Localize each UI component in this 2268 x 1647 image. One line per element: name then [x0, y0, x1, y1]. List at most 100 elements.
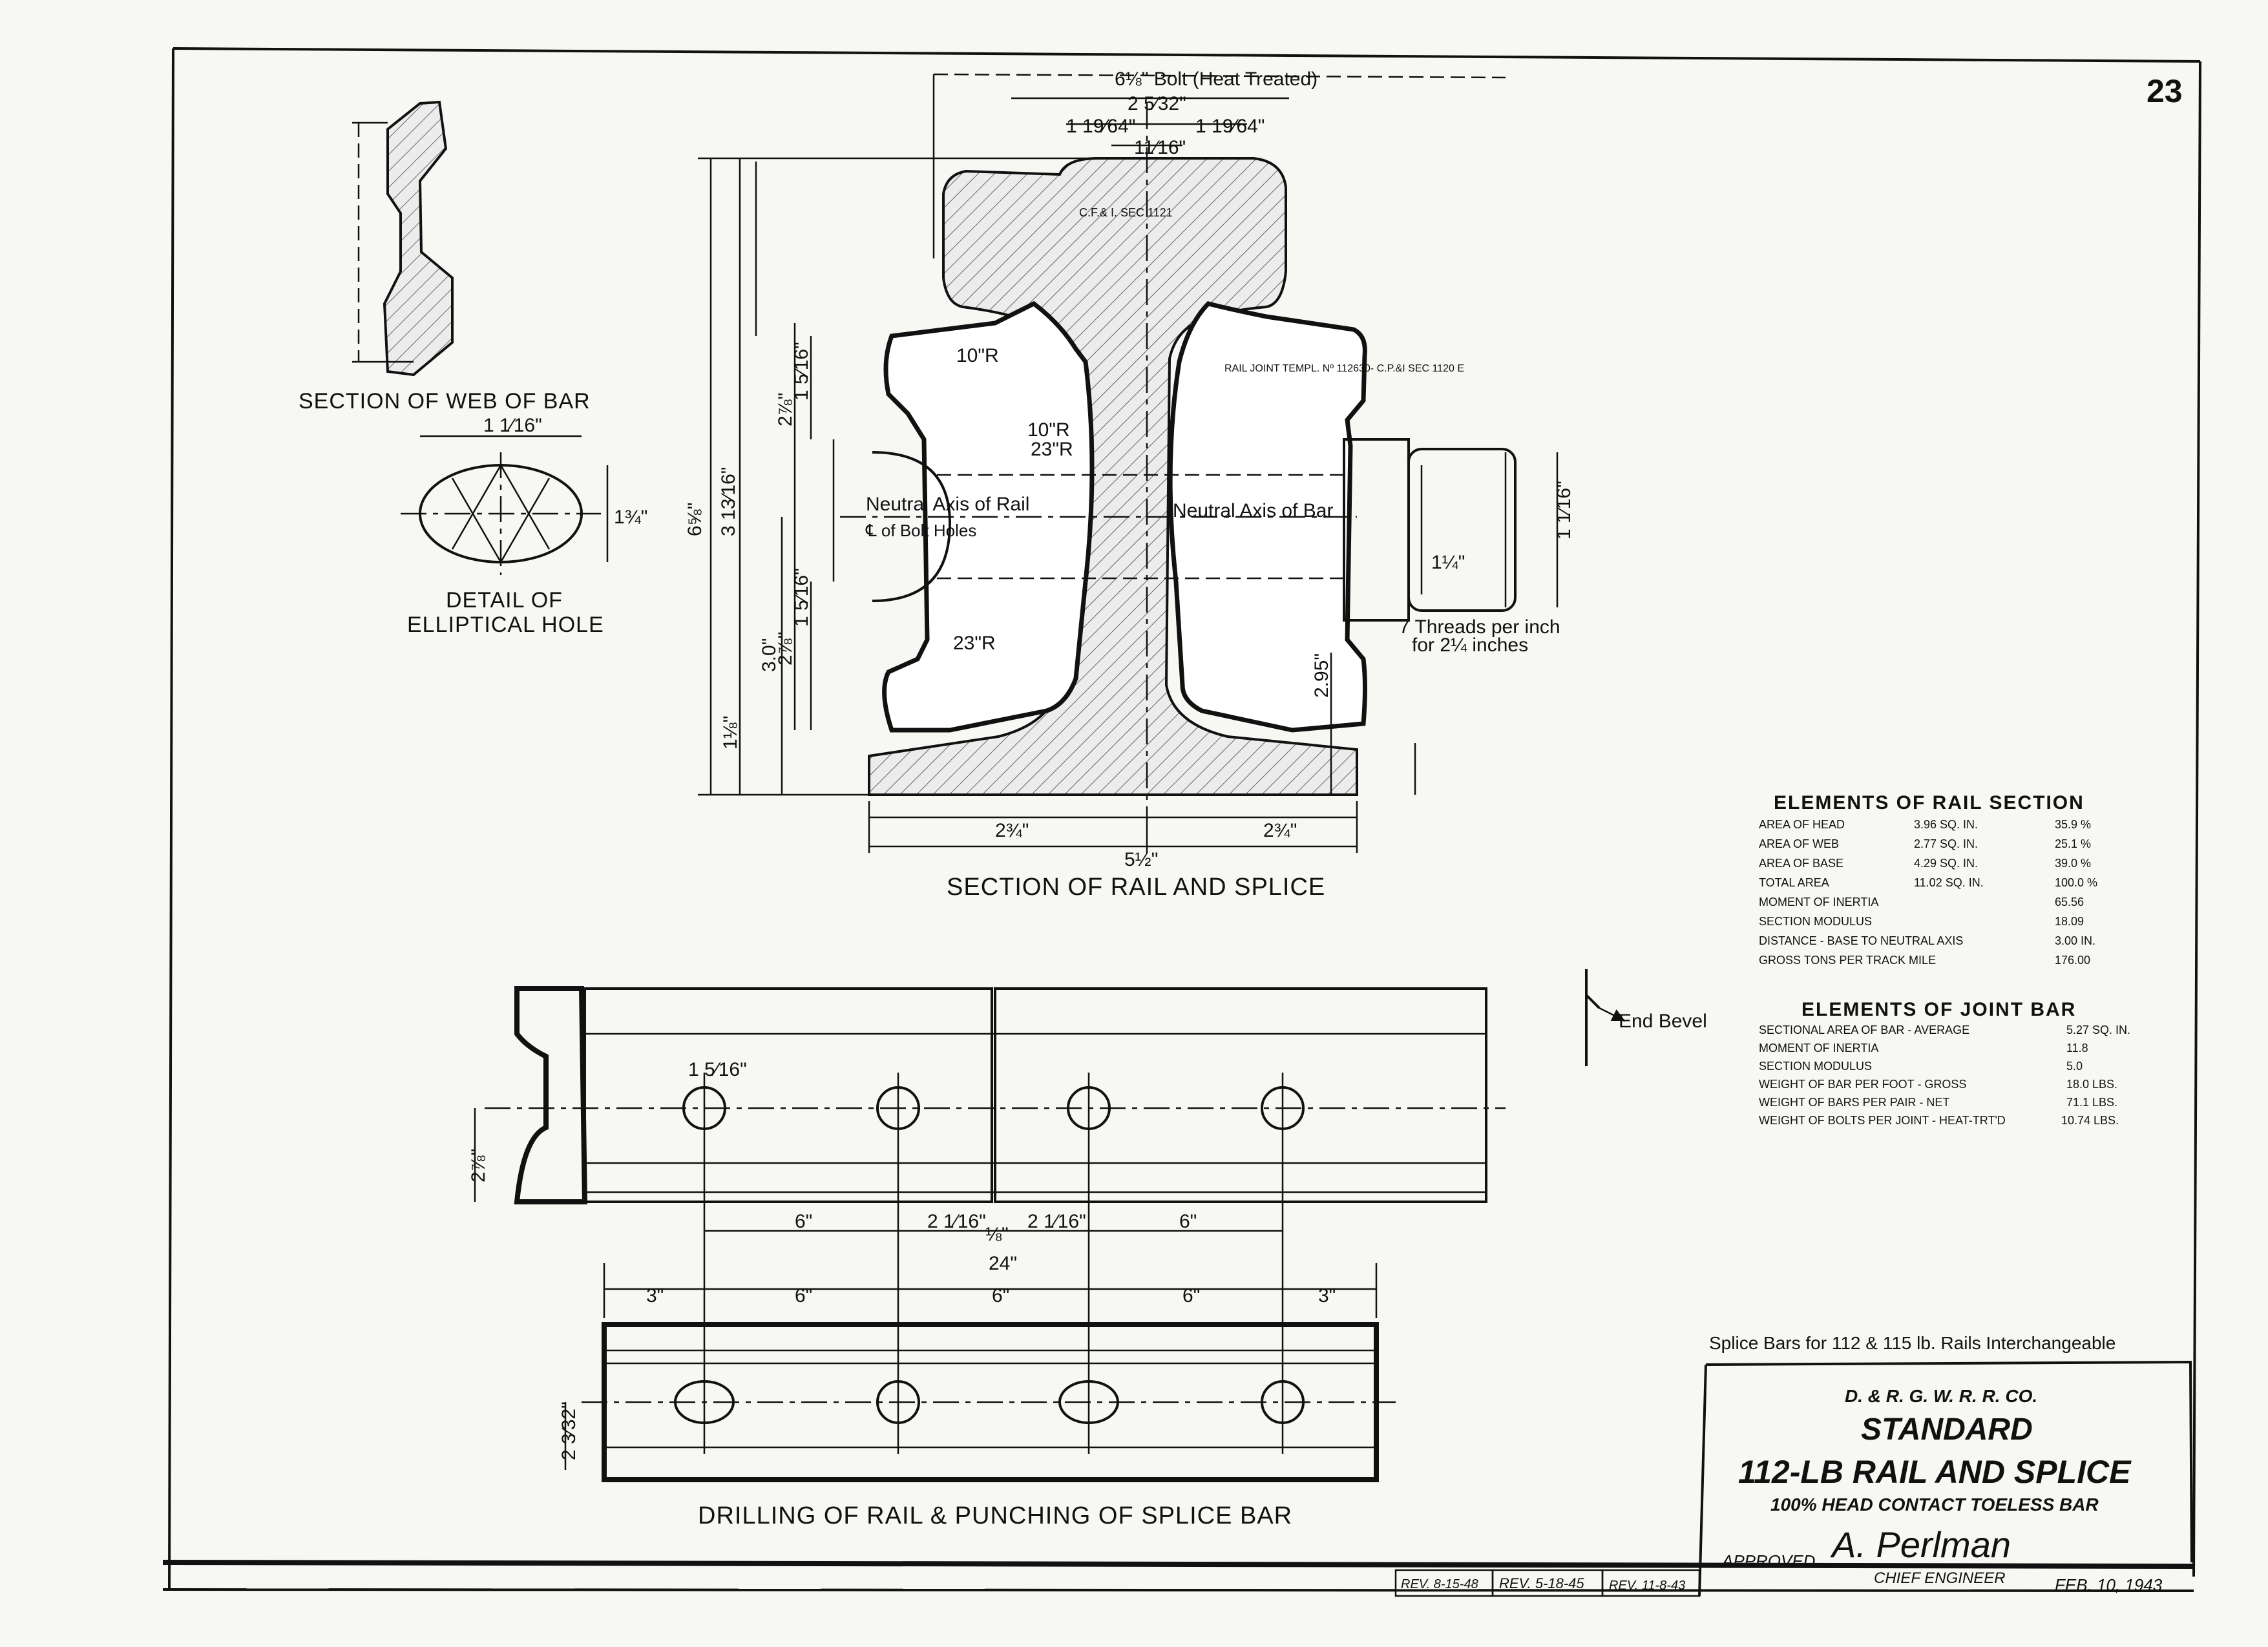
elliptical-hole-detail — [401, 435, 609, 575]
dim-3-13-16: 3 13⁄16" — [718, 467, 739, 536]
rs-value-2: 4.29 SQ. IN. — [1914, 857, 1978, 870]
jb-label-5: WEIGHT OF BOLTS PER JOINT - HEAT-TRT'D — [1759, 1114, 2006, 1127]
jb-value-0: 5.27 SQ. IN. — [2066, 1023, 2130, 1036]
rs-label-6: DISTANCE - BASE TO NEUTRAL AXIS — [1759, 934, 1963, 947]
dim-1-1-16b: 1 1⁄16" — [1553, 481, 1575, 540]
cfi-label: C.F.& I. SEC 1121 — [1079, 206, 1173, 219]
dim-2-1-16a: 2 1⁄16" — [927, 1211, 986, 1232]
dim-1-1-16: 1 1⁄16" — [483, 415, 542, 436]
rail-elevation — [474, 985, 1506, 1454]
dim-3-0: 3.0" — [759, 638, 780, 672]
rs-pct-7: 176.00 — [2055, 954, 2090, 967]
rs-pct-1: 25.1 % — [2055, 837, 2091, 850]
jb-value-3: 18.0 LBS. — [2066, 1078, 2117, 1091]
revision-3: REV. 11-8-43 — [1609, 1579, 1685, 1593]
threads-label: 7 Threads per inch — [1399, 616, 1560, 638]
dim-1-19-64a: 1 19⁄64" — [1066, 116, 1135, 137]
jb-value-1: 11.8 — [2066, 1042, 2088, 1054]
template-label: RAIL JOINT TEMPL. Nº 112630- C.P.&I SEC … — [1224, 363, 1464, 374]
rs-label-2: AREA OF BASE — [1759, 857, 1843, 870]
dim-5-1-2: 5½" — [1124, 849, 1158, 870]
rs-label-0: AREA OF HEAD — [1759, 818, 1845, 831]
title-main: 112-LB RAIL AND SPLICE — [1738, 1454, 2132, 1490]
dim-1-1-4: 1¼" — [1431, 552, 1465, 573]
r23-left: 23"R — [953, 633, 996, 654]
dim-1-3-4: 1¾" — [614, 507, 647, 528]
rs-value-0: 3.96 SQ. IN. — [1914, 818, 1978, 831]
dim-1-1-8: 1⅛" — [720, 716, 741, 750]
rail-section-title: ELEMENTS OF RAIL SECTION — [1774, 792, 2084, 813]
dim-1-5-16b: 1 5⁄16" — [791, 568, 812, 627]
elliptical-label-1: DETAIL OF — [446, 588, 563, 613]
sheet-border — [162, 47, 2201, 1592]
dim-3a: 3" — [646, 1285, 664, 1306]
rs-pct-3: 100.0 % — [2055, 876, 2097, 889]
dim-6a: 6" — [795, 1211, 812, 1232]
rs-pct-4: 65.56 — [2055, 896, 2084, 908]
revision-1: REV. 8-15-48 — [1401, 1577, 1478, 1591]
rs-value-1: 2.77 SQ. IN. — [1914, 837, 1978, 850]
dim-2-95: 2.95" — [1311, 653, 1332, 698]
rs-value-3: 11.02 SQ. IN. — [1914, 876, 1984, 889]
dim-2-7-8: 2⅞" — [775, 632, 796, 666]
jb-value-5: 10.74 LBS. — [2061, 1114, 2119, 1127]
dim-1-19-64b: 1 19⁄64" — [1195, 116, 1265, 137]
dim-1-8: ⅛" — [985, 1224, 1009, 1245]
web-of-bar-detail — [352, 100, 454, 377]
r10-center: 10"R — [1027, 419, 1070, 441]
end-bevel-label: End Bevel — [1619, 1011, 1707, 1032]
dim-2-3-4-right: 2¾" — [1263, 820, 1297, 841]
revision-2: REV. 5-18-45 — [1499, 1575, 1584, 1591]
dim-1-5-16-elev: 1 5⁄16" — [688, 1059, 747, 1080]
threads-label-2: for 2¼ inches — [1412, 635, 1528, 656]
dim-2-3-32: 2 3⁄32" — [558, 1401, 580, 1460]
rs-pct-2: 39.0 % — [2055, 857, 2091, 870]
rs-pct-5: 18.09 — [2055, 915, 2084, 928]
rs-pct-0: 35.9 % — [2055, 818, 2091, 831]
dim-2-3-4-left: 2¾" — [995, 820, 1029, 841]
approved-label: APPROVED — [1721, 1551, 1816, 1571]
jb-label-0: SECTIONAL AREA OF BAR - AVERAGE — [1759, 1023, 1969, 1036]
r10-left: 10"R — [956, 345, 999, 366]
dim-2-5-32: 2 5⁄32" — [1128, 93, 1186, 114]
dim-24: 24" — [989, 1253, 1017, 1274]
jb-label-3: WEIGHT OF BAR PER FOOT - GROSS — [1759, 1078, 1966, 1091]
rs-label-3: TOTAL AREA — [1759, 876, 1829, 889]
bolt-holes-label: ℄ of Bolt Holes — [865, 521, 976, 540]
rail-section-table: AREA OF HEAD 3.96 SQ. IN. 35.9 % AREA OF… — [1759, 818, 2097, 967]
rs-label-7: GROSS TONS PER TRACK MILE — [1759, 954, 1936, 967]
bolt-label: 6⅛" Bolt (Heat Treated) — [1115, 68, 1318, 90]
drilling-caption: DRILLING OF RAIL & PUNCHING OF SPLICE BA… — [698, 1502, 1292, 1529]
dim-1-5-16: 1 5⁄16" — [791, 342, 812, 401]
jb-label-1: MOMENT OF INERTIA — [1759, 1042, 1878, 1054]
rs-label-1: AREA OF WEB — [1759, 837, 1839, 850]
joint-bar-title: ELEMENTS OF JOINT BAR — [1801, 999, 2076, 1020]
jb-value-2: 5.0 — [2066, 1060, 2083, 1073]
dim-6-5-8: 6⅝" — [684, 503, 706, 536]
dim-6d: 6" — [992, 1285, 1009, 1306]
rail-splice-caption: SECTION OF RAIL AND SPLICE — [947, 874, 1325, 901]
neutral-axis-rail: Neutral Axis of Rail — [866, 494, 1029, 515]
jb-value-4: 71.1 LBS. — [2066, 1096, 2117, 1109]
neutral-axis-bar: Neutral Axis of Bar — [1173, 500, 1333, 521]
title-sub: 100% HEAD CONTACT TOELESS BAR — [1770, 1495, 2099, 1515]
splice-bar-plan — [564, 1263, 1396, 1482]
rail-splice-section — [698, 73, 1559, 853]
end-bevel-detail — [1585, 969, 1626, 1066]
interchangeable-note: Splice Bars for 112 & 115 lb. Rails Inte… — [1709, 1333, 2116, 1353]
title-standard: STANDARD — [1861, 1412, 2033, 1447]
title-block — [1698, 1360, 2193, 1597]
rs-label-4: MOMENT OF INERTIA — [1759, 896, 1878, 908]
dim-11-16: 11⁄16" — [1134, 137, 1186, 158]
r23-center: 23"R — [1031, 439, 1073, 460]
rs-label-5: SECTION MODULUS — [1759, 915, 1872, 928]
dim-6c: 6" — [795, 1285, 812, 1306]
dim-2-7-8b: 2⅞" — [775, 393, 796, 426]
signature: A. Perlman — [1830, 1524, 2011, 1565]
sheet-number: 23 — [2147, 73, 2183, 109]
web-section-label: SECTION OF WEB OF BAR — [299, 389, 591, 414]
dim-2-7-8-elev: 2⅞" — [468, 1149, 489, 1182]
chief-engineer-label: CHIEF ENGINEER — [1874, 1569, 2006, 1587]
